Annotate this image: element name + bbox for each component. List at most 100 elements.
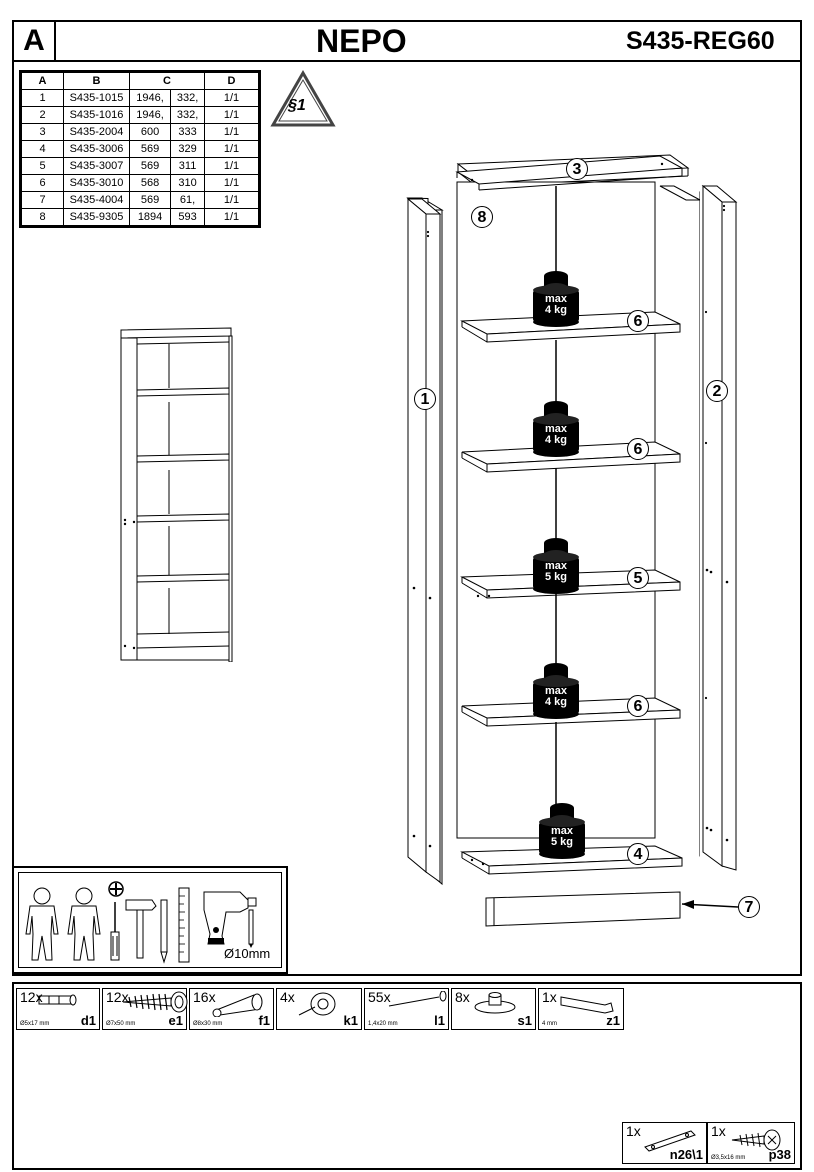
pencil-icon	[160, 899, 168, 964]
two-persons-icon	[25, 887, 101, 961]
dowel-icon	[35, 991, 79, 1014]
hardware-size: Ø8x30 mm	[193, 1021, 223, 1027]
callout-part-5: 5	[627, 567, 649, 589]
hardware-code: p38	[768, 1147, 791, 1162]
parts-table-cell: 569	[128, 191, 172, 209]
hardware-quantity: 55x	[368, 989, 391, 1005]
screwdriver-icon	[110, 902, 120, 961]
warning-triangle-icon	[270, 70, 336, 127]
hardware-item-z1: 1x z1 4 mm	[538, 988, 624, 1030]
parts-table-cell: 569	[128, 140, 172, 158]
product-code: S435-REG60	[626, 27, 775, 55]
callout-part-1: 1	[414, 388, 436, 410]
weight-label: max	[550, 825, 574, 837]
weight-label: max	[544, 423, 568, 435]
parts-table-cell: 332,	[170, 89, 205, 107]
hardware-code: s1	[517, 1013, 532, 1028]
tools-box-inner	[18, 872, 282, 968]
weight-label: max	[544, 560, 568, 572]
callout-part-7: 7	[738, 896, 760, 918]
parts-table-cell: 1946,	[128, 89, 172, 107]
parts-table-cell: S435-1016	[63, 106, 130, 124]
assembly-panel	[12, 60, 802, 976]
parts-table-cell: 1/1	[204, 140, 259, 158]
warning-badge-label: §1	[288, 97, 306, 114]
hardware-quantity: 8x	[455, 989, 470, 1005]
parts-table-cell: 1946,	[128, 106, 172, 124]
hardware-code: z1	[606, 1013, 620, 1028]
callout-part-6: 6	[627, 310, 649, 332]
nail-icon	[383, 990, 453, 1016]
hardware-size: Ø3,5x16 mm	[711, 1155, 746, 1161]
parts-table-cell: S435-9305	[63, 208, 130, 226]
hardware-quantity: 16x	[193, 989, 216, 1005]
assembled-shelf-preview	[120, 327, 233, 662]
hardware-quantity: 1x	[711, 1123, 726, 1139]
weight-limit: 5 kg	[544, 571, 567, 583]
product-name: NEPO	[316, 23, 407, 59]
hardware-item-s1: 8x s1	[451, 988, 536, 1030]
weight-label: max	[544, 685, 568, 697]
confirmat-screw-icon	[121, 991, 191, 1018]
parts-table-cell: 1/1	[204, 123, 259, 141]
callout-part-2: 2	[706, 380, 728, 402]
parts-table-cell: 593	[170, 208, 205, 226]
hardware-size: Ø7x50 mm	[106, 1021, 136, 1027]
power-drill-icon	[203, 891, 257, 945]
anti-tip-strap-icon	[641, 1127, 701, 1158]
furniture-glide-icon	[295, 991, 339, 1024]
phillips-cross-icon	[108, 881, 124, 897]
hardware-quantity: 1x	[542, 989, 557, 1005]
exploded-parts-detail	[406, 155, 739, 927]
shelf-support-icon	[470, 991, 520, 1022]
hardware-code: l1	[434, 1013, 445, 1028]
hardware-item-l1: 55x l1 1,4x20 mm	[364, 988, 449, 1030]
hardware-code: k1	[343, 1013, 358, 1028]
weight-limit: 5 kg	[550, 836, 573, 848]
callout-part-6: 6	[627, 438, 649, 460]
weight-label: max	[544, 293, 568, 305]
section-letter: A	[23, 24, 45, 57]
hardware-size: 1,4x20 mm	[368, 1021, 398, 1027]
hardware-quantity: 12x	[106, 989, 129, 1005]
parts-table-cell: 1/1	[204, 208, 259, 226]
callout-part-3: 3	[566, 158, 588, 180]
ruler-icon	[178, 887, 190, 963]
hardware-item-n261: 1x n26\1	[622, 1122, 707, 1164]
hardware-quantity: 4x	[280, 989, 295, 1005]
drill-size-label: Ø10mm	[224, 946, 271, 961]
hardware-panel	[12, 982, 802, 1170]
hardware-code: e1	[168, 1013, 183, 1028]
parts-table-cell: 311	[170, 157, 205, 175]
callout-part-4: 4	[627, 843, 649, 865]
parts-table-cell: 61,	[170, 191, 205, 209]
hardware-code: n26\1	[669, 1147, 703, 1162]
parts-table-cell: 1894	[128, 208, 172, 226]
allen-key-icon	[557, 991, 617, 1020]
weight-limit: 4 kg	[544, 696, 567, 708]
weight-limit: 4 kg	[544, 304, 567, 316]
callout-part-6: 6	[627, 695, 649, 717]
tools-box	[12, 866, 288, 974]
wall-screw-icon	[726, 1127, 786, 1158]
callout-part-8: 8	[471, 206, 493, 228]
wood-dowel-icon	[208, 991, 268, 1022]
hardware-quantity: 1x	[626, 1123, 641, 1139]
weight-limit: 4 kg	[544, 434, 567, 446]
hardware-size: 4 mm	[542, 1021, 557, 1027]
